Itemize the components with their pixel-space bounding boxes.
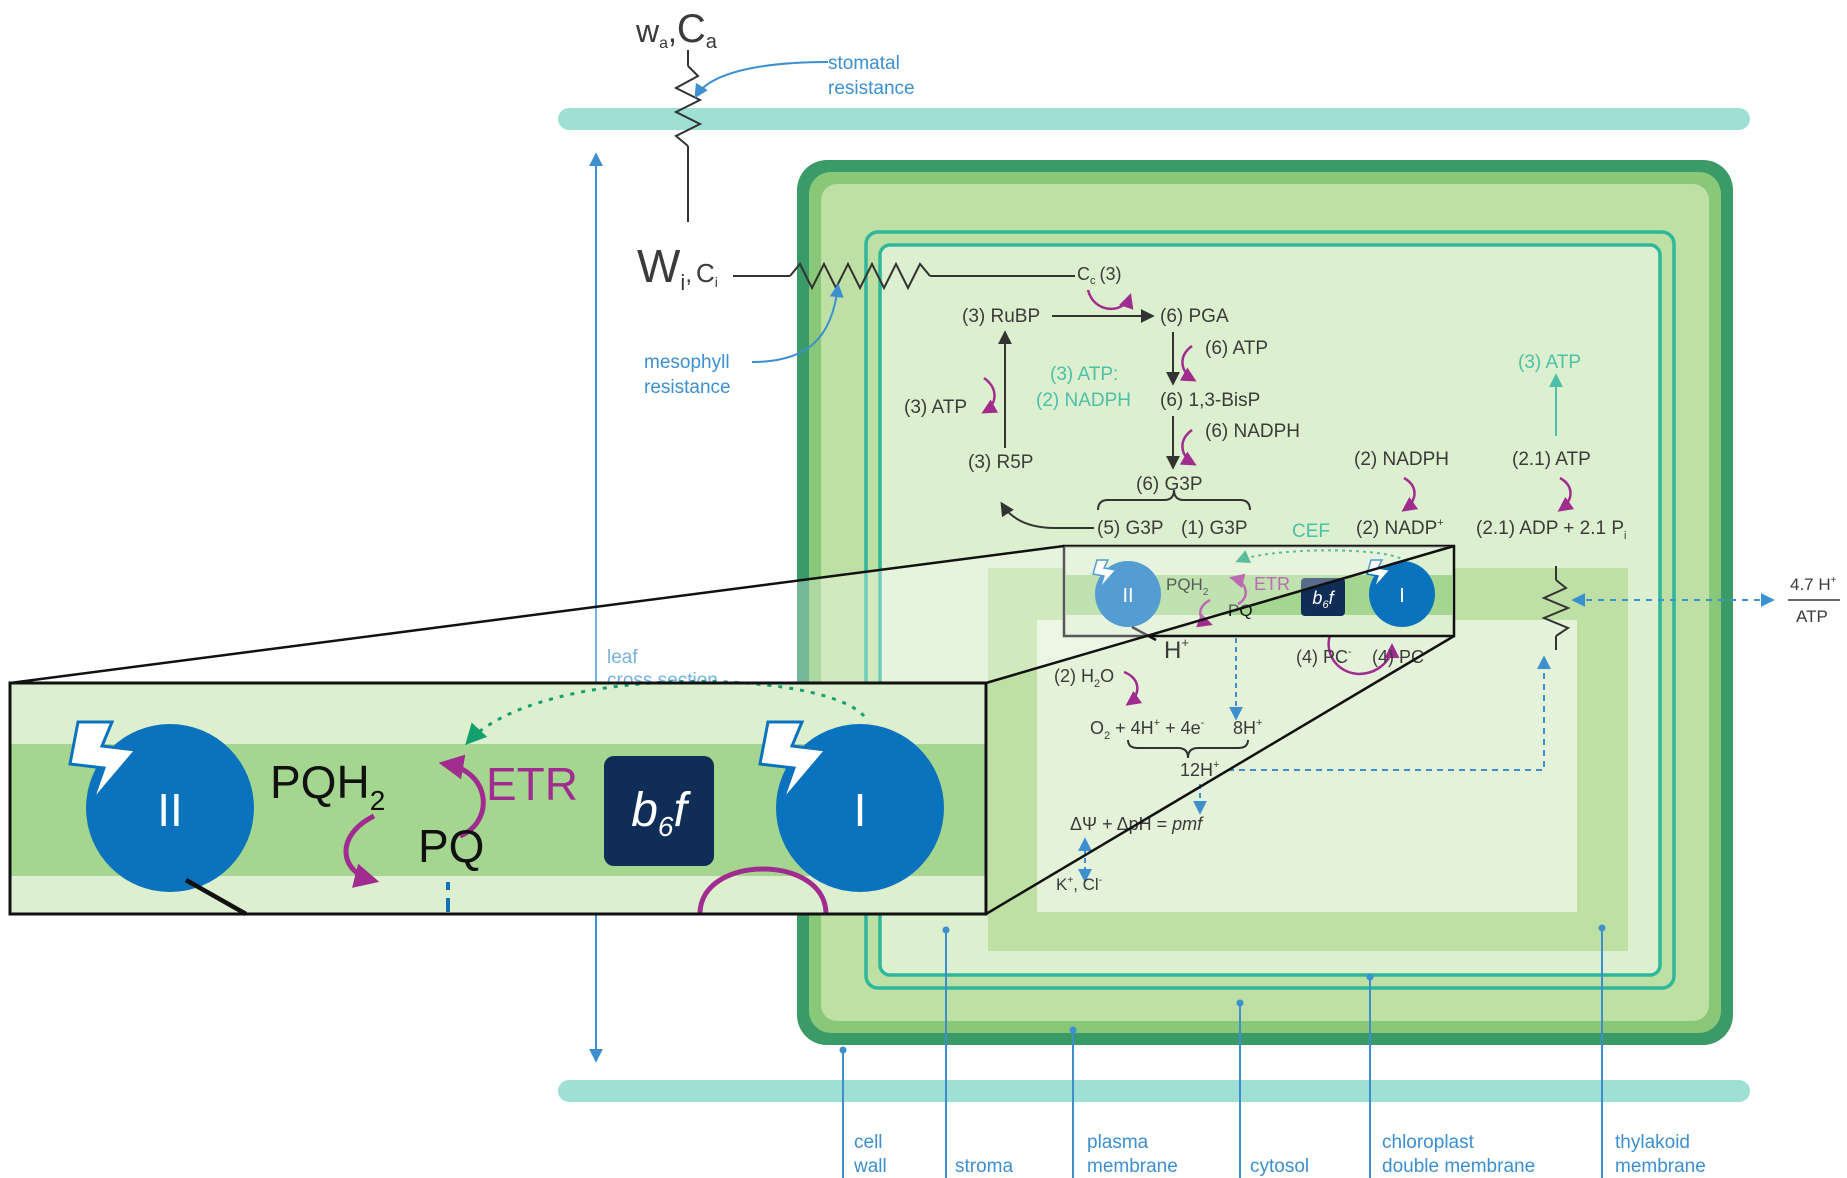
zoom-projection bbox=[10, 546, 1454, 683]
photosystem-ii-small bbox=[1095, 561, 1161, 627]
proton-per-atp-ratio: 4.7 H+ ATP bbox=[1571, 575, 1840, 626]
lightning-icon bbox=[68, 720, 139, 803]
svg-text:CEF: CEF bbox=[1292, 521, 1330, 542]
photosystem-i bbox=[776, 724, 944, 892]
mesophyll-resistor-icon bbox=[733, 261, 1075, 291]
calvin-cycle: (3) RuBP (6) PGA (6) ATP (6) 1,3-BisP (6… bbox=[904, 306, 1300, 539]
svg-text:H+: H+ bbox=[1164, 635, 1189, 664]
svg-text:(6) 1,3-BisP: (6) 1,3-BisP bbox=[1160, 390, 1260, 411]
svg-text:(2) NADPH: (2) NADPH bbox=[1354, 449, 1449, 470]
svg-text:(5) G3P: (5) G3P bbox=[1097, 518, 1164, 539]
chloroplast-double-membrane-label: chloroplast bbox=[1382, 1132, 1475, 1153]
svg-text:b6f: b6f bbox=[1312, 588, 1335, 611]
chloroplast-outer-membrane bbox=[864, 230, 1676, 990]
svg-text:12H+: 12H+ bbox=[1180, 759, 1219, 780]
svg-text:I: I bbox=[854, 784, 867, 836]
stomatal-resistor-icon bbox=[673, 50, 703, 222]
atp-synthase-resistor-icon bbox=[1541, 566, 1571, 650]
lightning-icon bbox=[1092, 559, 1118, 589]
svg-text:8H+: 8H+ bbox=[1233, 717, 1262, 738]
lightning-icon bbox=[758, 720, 829, 803]
svg-text:(2) H2O: (2) H2O bbox=[1054, 666, 1114, 690]
svg-text:(6) ATP: (6) ATP bbox=[1205, 338, 1268, 359]
stomatal-resistance-label: stomatal resistance bbox=[694, 53, 915, 99]
svg-text:Cc(3): Cc(3) bbox=[1077, 264, 1122, 287]
svg-text:(2.1) ATP: (2.1) ATP bbox=[1512, 449, 1591, 470]
svg-text:II: II bbox=[1122, 585, 1133, 607]
lower-leaf-band bbox=[558, 1080, 1750, 1102]
internal-water-co2-label: Wi,Ci bbox=[637, 240, 718, 295]
plasma-membrane-label: plasma bbox=[1087, 1132, 1149, 1153]
svg-text:(6) G3P: (6) G3P bbox=[1136, 474, 1203, 495]
ambient-water-co2-label: wa,Ca bbox=[635, 7, 718, 53]
svg-text:(6) NADPH: (6) NADPH bbox=[1205, 421, 1300, 442]
svg-text:(6) PGA: (6) PGA bbox=[1160, 306, 1229, 327]
atp-nadph-supply: (3) ATP (2) NADPH (2) NADP+ (2.1) ATP (2… bbox=[1292, 352, 1627, 542]
svg-text:membrane: membrane bbox=[1087, 1156, 1178, 1177]
svg-text:4.7 H+: 4.7 H+ bbox=[1790, 575, 1837, 594]
svg-text:PQ: PQ bbox=[418, 820, 484, 872]
svg-text:ATP: ATP bbox=[1796, 607, 1828, 626]
thylakoid-zoom-region: II PQH2 PQ ETR b6f I bbox=[1062, 544, 1456, 642]
bottom-labels: cell wall stroma plasma membrane cytosol… bbox=[839, 924, 1706, 1178]
svg-text:wall: wall bbox=[853, 1156, 887, 1177]
svg-text:(3) ATP: (3) ATP bbox=[1518, 352, 1581, 373]
svg-text:PQH2: PQH2 bbox=[1166, 575, 1209, 598]
svg-text:(3) ATP: (3) ATP bbox=[904, 397, 967, 418]
photosystem-ii bbox=[86, 724, 254, 892]
svg-text:leaf: leaf bbox=[607, 647, 638, 668]
svg-text:mesophyll: mesophyll bbox=[644, 352, 730, 373]
svg-text:membrane: membrane bbox=[1615, 1156, 1706, 1177]
svg-text:(3) R5P: (3) R5P bbox=[968, 452, 1033, 473]
svg-text:(2.1) ADP + 2.1 Pi: (2.1) ADP + 2.1 Pi bbox=[1476, 518, 1627, 542]
svg-text:I: I bbox=[1399, 585, 1405, 607]
b6f-complex bbox=[604, 756, 714, 866]
svg-text:resistance: resistance bbox=[828, 78, 915, 99]
cell-wall-label: cell bbox=[854, 1132, 883, 1153]
svg-text:ETR: ETR bbox=[486, 758, 578, 810]
lightning-icon bbox=[1366, 559, 1392, 589]
svg-text:wa,Ca: wa,Ca bbox=[635, 7, 718, 53]
svg-text:K+, Cl-: K+, Cl- bbox=[1056, 875, 1102, 894]
upper-leaf-band bbox=[558, 108, 1750, 130]
thylakoid-lumen bbox=[1037, 620, 1577, 912]
svg-text:resistance: resistance bbox=[644, 377, 731, 398]
svg-text:II: II bbox=[157, 784, 183, 836]
svg-text:(1) G3P: (1) G3P bbox=[1181, 518, 1248, 539]
svg-text:(4) PC-: (4) PC- bbox=[1296, 646, 1352, 667]
svg-text:(3) RuBP: (3) RuBP bbox=[962, 306, 1040, 327]
chloroplast-co2-label: Cc(3) bbox=[1077, 264, 1134, 311]
thylakoid-zoom-inset: II PQH2 PQ ETR b6f I bbox=[8, 679, 988, 916]
thylakoid-membrane-label: thylakoid bbox=[1615, 1132, 1690, 1153]
svg-text:PQH2: PQH2 bbox=[270, 756, 385, 816]
svg-text:(3) ATP:: (3) ATP: bbox=[1050, 364, 1118, 385]
mesophyll-resistance-label: mesophyll resistance bbox=[644, 283, 844, 398]
svg-text:(2) NADP+: (2) NADP+ bbox=[1356, 517, 1444, 539]
svg-text:double membrane: double membrane bbox=[1382, 1156, 1535, 1177]
photosystem-i-small bbox=[1369, 561, 1435, 627]
svg-text:ETR: ETR bbox=[1254, 574, 1290, 594]
svg-text:(2) NADPH: (2) NADPH bbox=[1036, 390, 1131, 411]
svg-text:Wi,Ci: Wi,Ci bbox=[637, 240, 718, 295]
stroma-label: stroma bbox=[955, 1156, 1014, 1177]
svg-text:stomatal: stomatal bbox=[828, 53, 900, 74]
cytosol-label: cytosol bbox=[1250, 1156, 1309, 1177]
svg-text:O2 + 4H+ + 4e-: O2 + 4H+ + 4e- bbox=[1090, 717, 1205, 742]
